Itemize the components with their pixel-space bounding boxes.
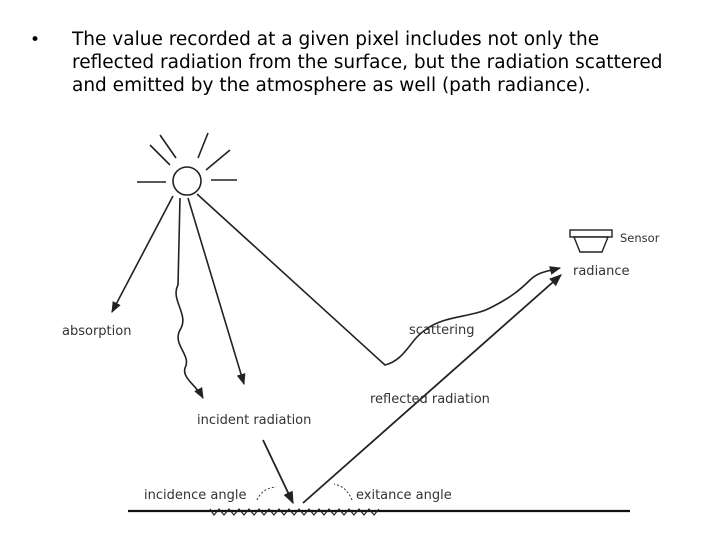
incident-radiation-ray xyxy=(262,439,294,505)
bullet-symbol: • xyxy=(30,30,41,50)
wavy-incident-ray xyxy=(175,197,204,399)
exitance-angle-label: exitance angle xyxy=(356,488,452,503)
scattering-label: scattering xyxy=(409,323,475,338)
absorption-ray xyxy=(111,195,174,313)
reflected-radiation-ray xyxy=(302,274,562,504)
incident-radiation-label: incident radiation xyxy=(197,413,311,428)
sensor-icon xyxy=(569,229,613,253)
sensor-label: Sensor xyxy=(620,231,660,245)
ground-surface xyxy=(128,508,630,517)
incidence-angle-label: incidence angle xyxy=(144,488,246,503)
scattering-ray xyxy=(196,193,562,366)
reflected-radiation-label: reflected radiation xyxy=(370,392,490,407)
radiance-label: radiance xyxy=(573,264,630,279)
bullet-text: The value recorded at a given pixel incl… xyxy=(72,29,663,96)
incidence-angle-arc xyxy=(256,486,277,501)
sun-icon xyxy=(137,132,237,196)
exitance-angle-arc xyxy=(333,483,353,501)
straight-ray xyxy=(187,197,246,386)
absorption-label: absorption xyxy=(62,324,131,339)
